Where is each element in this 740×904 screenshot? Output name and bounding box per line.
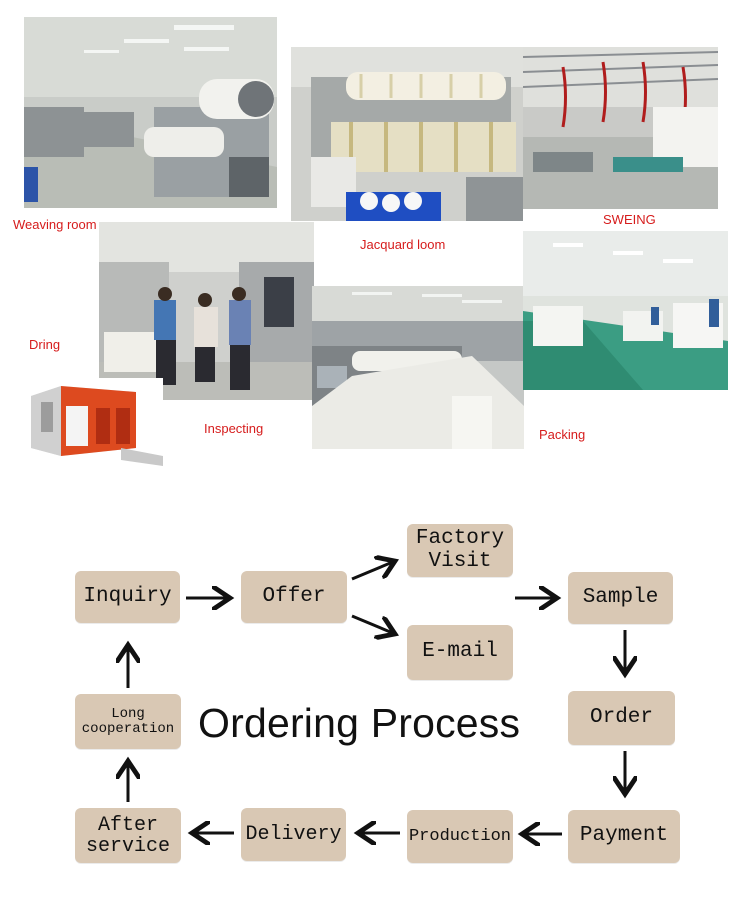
drying-caption: Dring bbox=[29, 337, 61, 352]
weaving-room-caption: Weaving room bbox=[13, 217, 97, 232]
inspecting-photo bbox=[99, 222, 314, 400]
weaving-room-photo bbox=[24, 17, 277, 208]
step-offer-label: Offer bbox=[262, 584, 326, 608]
step-payment: Payment bbox=[568, 810, 680, 863]
step-factory-visit: Factory Visit bbox=[407, 524, 513, 577]
weaving-line-photo bbox=[312, 286, 524, 449]
step-long-cooperation: Long cooperation bbox=[75, 694, 181, 749]
step-sample-label: Sample bbox=[582, 585, 659, 609]
step-sample: Sample bbox=[568, 572, 673, 624]
step-delivery: Delivery bbox=[241, 808, 346, 861]
step-email: E-mail bbox=[407, 625, 513, 680]
step-factory-visit-label: Factory Visit bbox=[415, 527, 505, 573]
step-production-label: Production bbox=[408, 826, 512, 846]
step-email-label: E-mail bbox=[422, 640, 498, 664]
step-inquiry-label: Inquiry bbox=[83, 584, 172, 608]
step-inquiry: Inquiry bbox=[75, 571, 180, 623]
step-production: Production bbox=[407, 810, 513, 863]
drying-photo bbox=[26, 378, 163, 467]
step-delivery-label: Delivery bbox=[245, 823, 342, 846]
arrow-offer-email bbox=[351, 614, 395, 634]
packing-caption: Packing bbox=[539, 427, 586, 442]
step-long-cooperation-label: Long cooperation bbox=[81, 705, 175, 737]
jacquard-loom-photo bbox=[291, 47, 523, 221]
inspecting-caption: Inspecting bbox=[204, 421, 264, 436]
sewing-photo bbox=[523, 47, 718, 209]
packing-photo bbox=[523, 231, 728, 390]
ordering-process-title: Ordering Process bbox=[198, 700, 521, 746]
step-after-service: After service bbox=[75, 808, 181, 863]
step-after-service-label: After service bbox=[85, 813, 170, 858]
arrow-offer-factory-visit bbox=[351, 561, 395, 581]
step-order-label: Order bbox=[589, 705, 653, 729]
step-offer: Offer bbox=[241, 571, 347, 623]
step-order: Order bbox=[568, 691, 675, 745]
step-payment-label: Payment bbox=[579, 824, 669, 848]
sewing-caption: SWEING bbox=[603, 212, 656, 227]
jacquard-loom-caption: Jacquard loom bbox=[360, 237, 446, 252]
